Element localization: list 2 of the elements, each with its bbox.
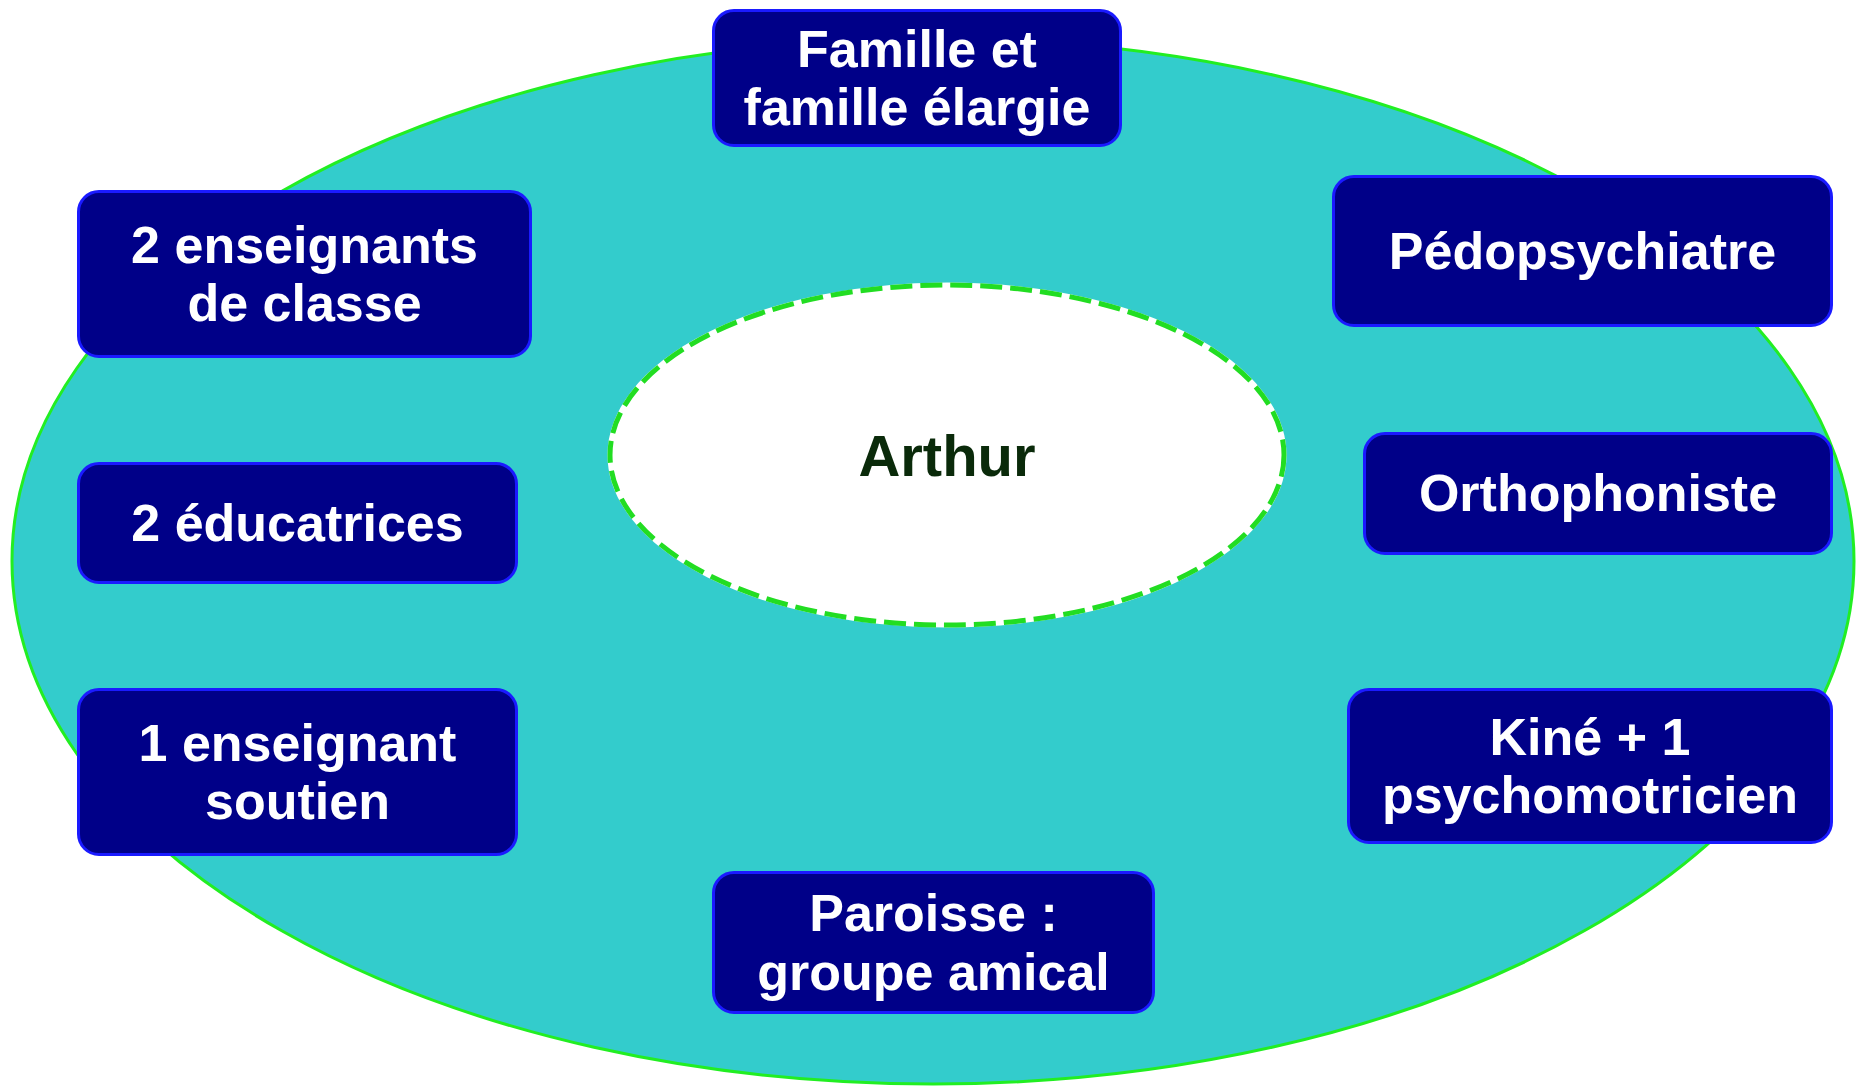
label-box: Famille et famille élargie	[712, 9, 1122, 147]
center-label: Arthur	[858, 421, 1036, 489]
